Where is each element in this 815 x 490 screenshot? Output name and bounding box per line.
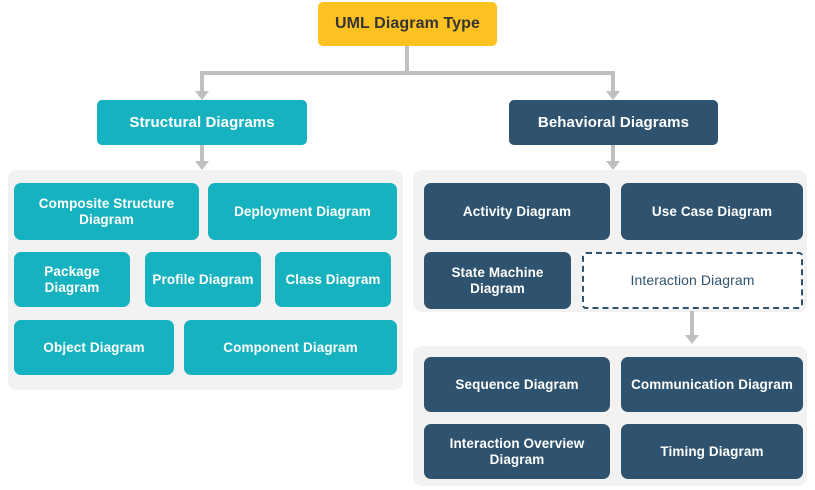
node-structural-diagrams[interactable]: Structural Diagrams [97,100,307,145]
node-state-machine-diagram[interactable]: State Machine Diagram [424,252,571,309]
connector-to-behavioral [611,71,615,93]
arrow-interaction-panel-icon [685,335,699,344]
node-interaction-overview-diagram[interactable]: Interaction Overview Diagram [424,424,610,479]
node-behavioral-diagrams[interactable]: Behavioral Diagrams [509,100,718,145]
node-interaction-diagram[interactable]: Interaction Diagram [582,252,803,309]
node-class-diagram[interactable]: Class Diagram [275,252,391,307]
connector-behavioral-to-panel [611,145,615,163]
connector-root-stem [405,46,409,75]
node-activity-diagram[interactable]: Activity Diagram [424,183,610,240]
node-timing-diagram[interactable]: Timing Diagram [621,424,803,479]
node-communication-diagram[interactable]: Communication Diagram [621,357,803,412]
arrow-behavioral-panel-icon [606,161,620,170]
node-uml-diagram-type[interactable]: UML Diagram Type [318,2,497,46]
connector-interaction-to-panel [690,311,694,337]
node-profile-diagram[interactable]: Profile Diagram [145,252,261,307]
connector-root-crossbar [200,71,615,75]
arrow-to-behavioral-icon [606,91,620,100]
node-composite-structure-diagram[interactable]: Composite Structure Diagram [14,183,199,240]
connector-to-structural [200,71,204,93]
arrow-structural-panel-icon [195,161,209,170]
node-object-diagram[interactable]: Object Diagram [14,320,174,375]
node-deployment-diagram[interactable]: Deployment Diagram [208,183,397,240]
node-sequence-diagram[interactable]: Sequence Diagram [424,357,610,412]
connector-structural-to-panel [200,145,204,163]
node-package-diagram[interactable]: Package Diagram [14,252,130,307]
node-use-case-diagram[interactable]: Use Case Diagram [621,183,803,240]
node-component-diagram[interactable]: Component Diagram [184,320,397,375]
arrow-to-structural-icon [195,91,209,100]
